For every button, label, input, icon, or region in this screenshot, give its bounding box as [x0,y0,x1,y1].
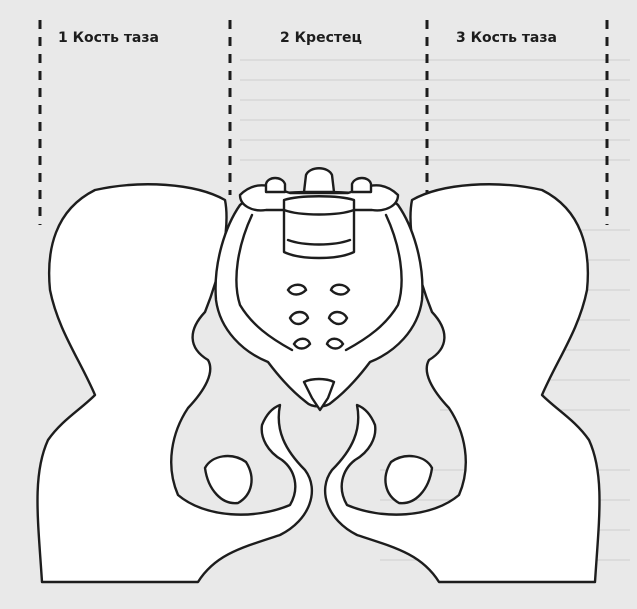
label-sacrum: 2 Крестец [280,30,362,46]
articular-process-right [352,178,371,192]
vertebral-body [284,196,354,258]
sacral-foramen [329,312,347,324]
sacral-foramen [327,339,343,349]
articular-process-left [266,178,285,192]
left-obturator-foramen [205,456,252,503]
sacral-foramen [288,285,306,295]
spinous-process [304,168,334,192]
label-hip-bone-right: 3 Кость таза [456,30,557,46]
sacral-foramen [331,285,349,295]
label-hip-bone-left: 1 Кость таза [58,30,159,46]
sacral-foramen [290,312,308,324]
right-obturator-foramen [385,456,432,503]
sacral-foramen [294,339,310,349]
